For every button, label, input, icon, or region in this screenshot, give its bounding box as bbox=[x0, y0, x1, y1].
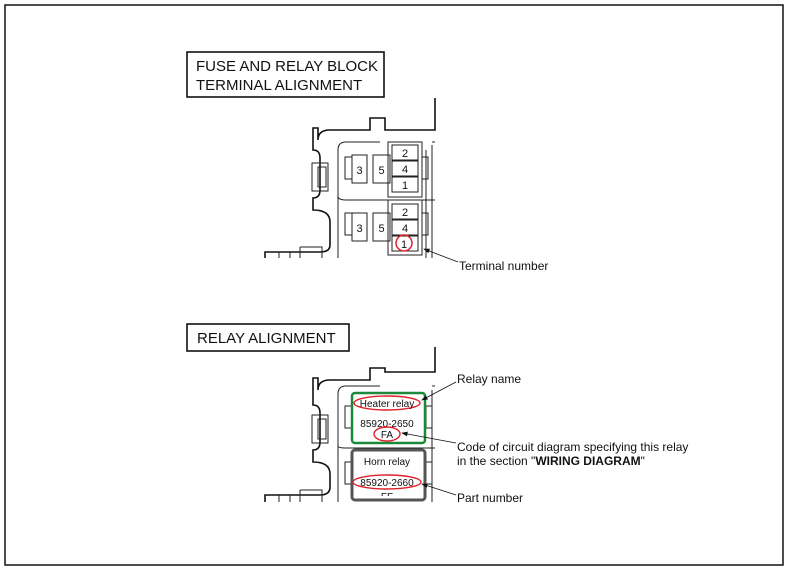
fuse-relay-title-box: FUSE AND RELAY BLOCK TERMINAL ALIGNMENT bbox=[186, 51, 385, 98]
highlight-ellipse bbox=[352, 474, 422, 490]
horn-relay-part-number: 85920-2660 bbox=[360, 478, 414, 489]
callout-terminal-number: Terminal number bbox=[459, 259, 548, 273]
title: RELAY ALIGNMENT bbox=[197, 330, 336, 347]
highlight-circle bbox=[395, 234, 413, 252]
callout-code-section: WIRING DIAGRAM bbox=[535, 454, 640, 468]
callout-relay-name: Relay name bbox=[457, 372, 521, 386]
heater-relay-part-number: 85920-2650 bbox=[360, 419, 414, 430]
fuse-block-outline bbox=[264, 98, 436, 258]
relay-alignment-title-box: RELAY ALIGNMENT bbox=[186, 323, 350, 352]
highlight-ellipse bbox=[353, 395, 421, 411]
relay-bottom-terminals: 3 5 2 4 1 bbox=[351, 199, 423, 256]
page-border bbox=[4, 4, 784, 566]
callout-arrow bbox=[423, 248, 459, 263]
heater-relay-name: Heater relay bbox=[360, 399, 414, 410]
heater-relay: Heater relay 85920-2650 FA bbox=[350, 391, 427, 445]
horn-relay-code: FF bbox=[381, 492, 393, 503]
terminal-label: 2 bbox=[402, 148, 408, 160]
heater-relay-code: FA bbox=[381, 430, 394, 441]
terminal-label: 4 bbox=[402, 223, 408, 235]
terminal-label: 3 bbox=[356, 165, 362, 177]
callout-arrow bbox=[401, 431, 457, 444]
horn-relay: Horn relay 85920-2660 FF bbox=[350, 448, 427, 503]
horn-relay-name: Horn relay bbox=[364, 457, 410, 468]
callout-code-suffix: " bbox=[641, 454, 645, 468]
terminal-label: 5 bbox=[378, 223, 384, 235]
highlight-ellipse bbox=[373, 426, 401, 442]
callout-code-line2: in the section "WIRING DIAGRAM" bbox=[457, 454, 645, 468]
terminal-label: 4 bbox=[402, 164, 408, 176]
terminal-label: 1 bbox=[401, 239, 407, 251]
terminal-label: 3 bbox=[356, 223, 362, 235]
relay-block-outline bbox=[264, 347, 436, 502]
title-line2: TERMINAL ALIGNMENT bbox=[196, 77, 362, 94]
terminal-label: 1 bbox=[402, 180, 408, 192]
callout-code-prefix: in the section " bbox=[457, 454, 535, 468]
callout-code-line1: Code of circuit diagram specifying this … bbox=[457, 440, 688, 454]
callout-arrow bbox=[421, 381, 457, 401]
title-line1: FUSE AND RELAY BLOCK bbox=[196, 58, 378, 75]
terminal-label: 2 bbox=[402, 207, 408, 219]
relay-top-terminals: 3 5 2 4 1 bbox=[351, 141, 423, 198]
callout-part-number: Part number bbox=[457, 491, 523, 505]
terminal-label: 5 bbox=[378, 165, 384, 177]
callout-arrow bbox=[421, 483, 457, 496]
